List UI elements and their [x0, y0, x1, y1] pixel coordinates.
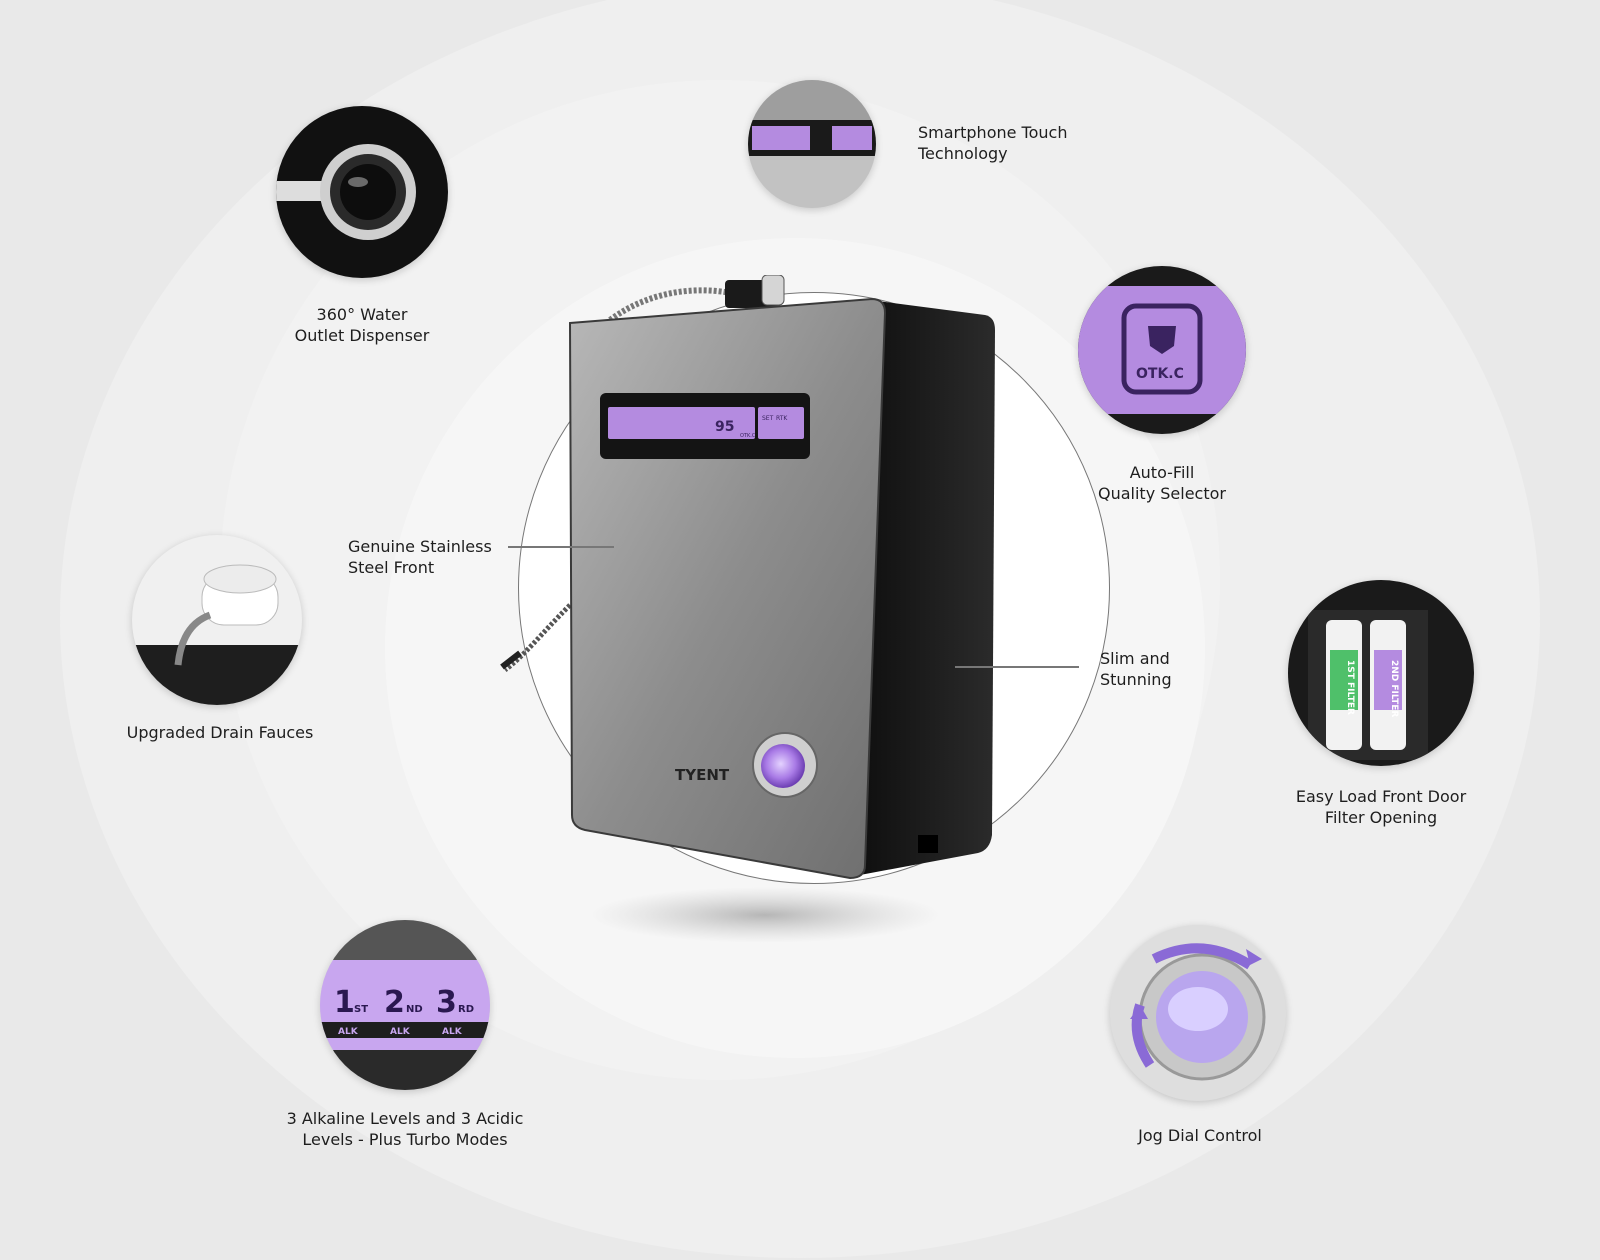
label-slim: Slim and Stunning: [1100, 649, 1172, 689]
levels-display-thumbnail: 1 ST 2 ND 3 RD ALK ALK ALK: [320, 920, 490, 1090]
label-levels: 3 Alkaline Levels and 3 Acidic Levels - …: [286, 1109, 524, 1149]
drain-faucet-thumbnail: [132, 535, 302, 705]
svg-text:ALK: ALK: [390, 1027, 411, 1037]
display-set: SET: [762, 415, 774, 422]
display-rtk: RTK: [776, 415, 788, 422]
touch-display-thumbnail: [748, 80, 876, 208]
display-otkc: OTK.C: [740, 433, 756, 439]
quality-selector-thumbnail: OTK.C: [1078, 266, 1246, 434]
water-ionizer-illustration: 95 SET RTK OTK.C TYENT: [500, 274, 995, 943]
label-stainless-front: Genuine Stainless Steel Front: [348, 537, 492, 577]
label-water-outlet: 360° Water Outlet Dispenser: [294, 305, 430, 345]
svg-text:ND: ND: [406, 1004, 423, 1015]
filter-door-thumbnail: 1ST FILTER 2ND FILTER: [1288, 580, 1474, 766]
svg-text:ST: ST: [354, 1004, 368, 1015]
label-front-door: Easy Load Front Door Filter Opening: [1295, 787, 1467, 827]
display-digits: 95: [715, 419, 734, 435]
level-1: 1: [334, 985, 355, 1020]
svg-text:ALK: ALK: [338, 1027, 359, 1037]
svg-text:RD: RD: [458, 1004, 474, 1015]
water-ionizer-device: 95 SET RTK OTK.C TYENT: [500, 274, 1020, 975]
label-smartphone-touch: Smartphone Touch Technology: [918, 123, 1068, 163]
otkc-label: OTK.C: [1136, 366, 1184, 382]
svg-text:ALK: ALK: [442, 1027, 463, 1037]
brand-logo-text: TYENT: [675, 766, 730, 784]
leader-line-slim: [955, 666, 1079, 668]
level-3: 3: [436, 985, 457, 1020]
label-jog-dial: Jog Dial Control: [1138, 1126, 1262, 1145]
first-filter-label: 1ST FILTER: [1345, 660, 1355, 715]
second-filter-label: 2ND FILTER: [1389, 660, 1399, 717]
water-outlet-thumbnail: [276, 106, 448, 278]
level-2: 2: [384, 985, 405, 1020]
leader-line-stainless: [508, 546, 614, 548]
label-drain-fauces: Upgraded Drain Fauces: [126, 723, 314, 742]
label-auto-fill: Auto-Fill Quality Selector: [1098, 463, 1226, 503]
jog-dial-thumbnail: [1110, 925, 1286, 1101]
